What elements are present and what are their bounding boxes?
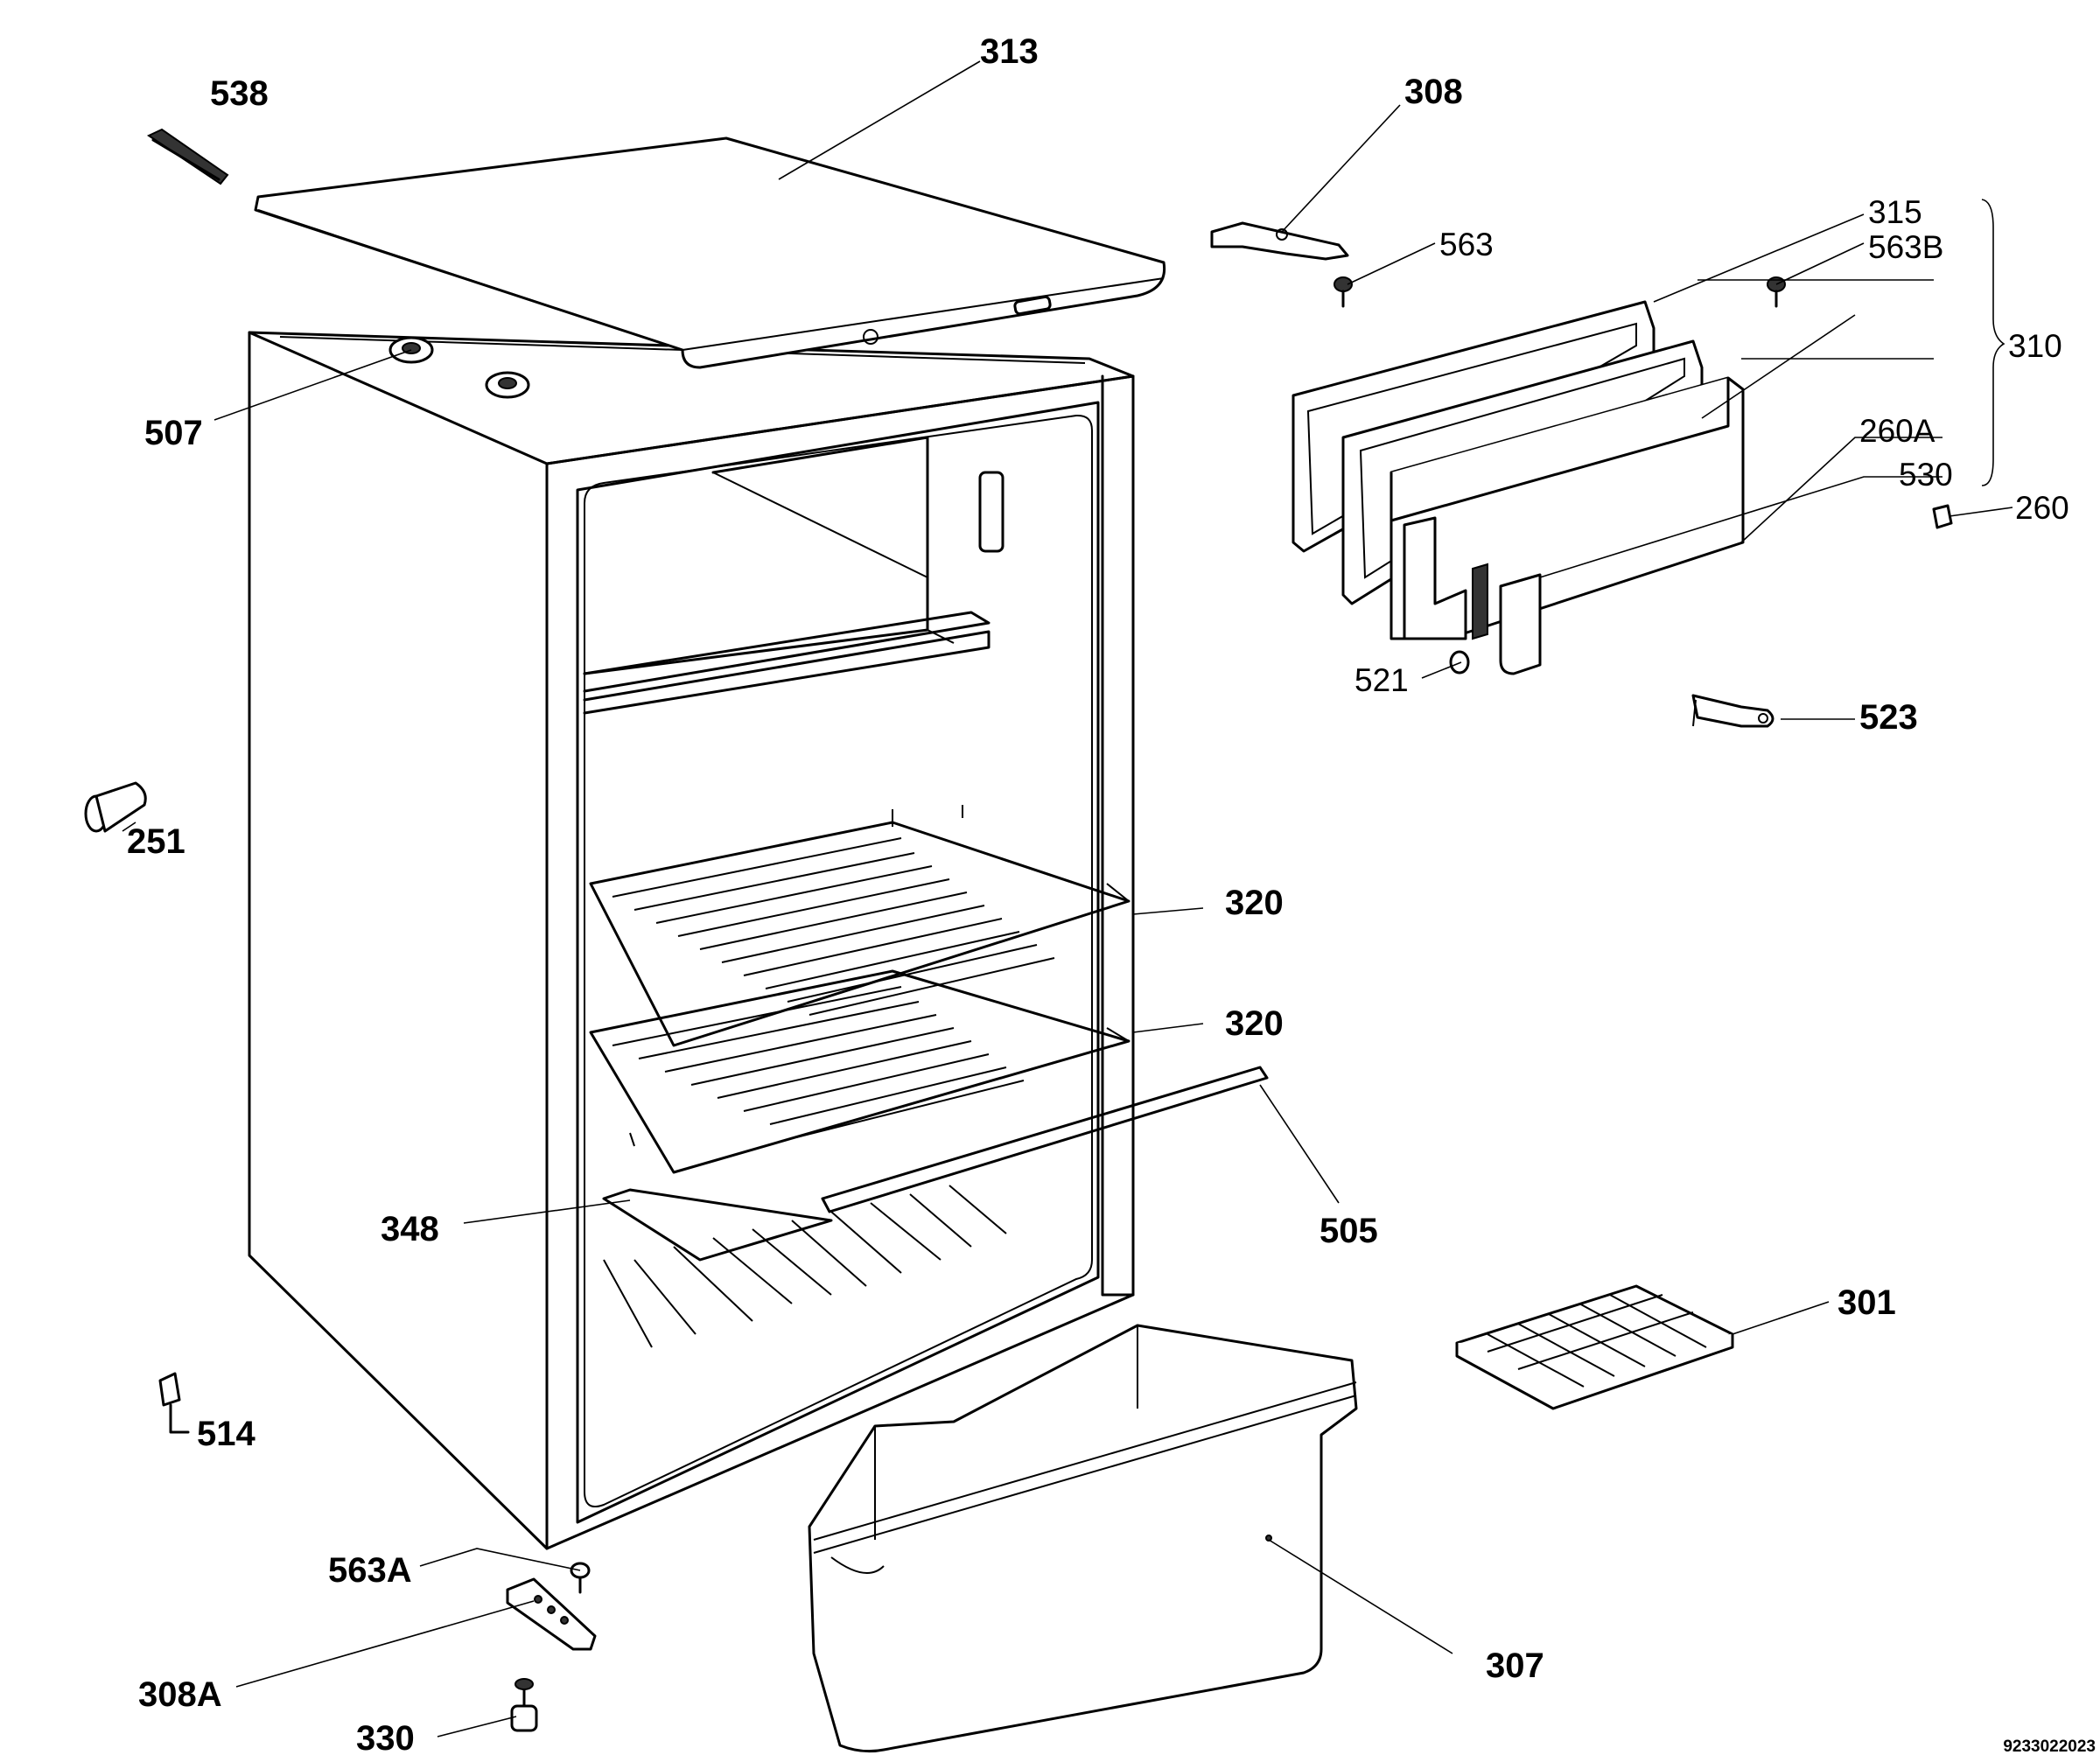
- label-538: 538: [210, 74, 269, 113]
- hinge-308a: [506, 1577, 597, 1651]
- wire-shelf-upper: [589, 805, 1130, 1047]
- callout-labels: 313 538 308 563 315 563B 310 260A 530 26…: [127, 32, 2069, 1758]
- label-308: 308: [1404, 73, 1463, 111]
- label-514: 514: [197, 1415, 256, 1453]
- ice-tray-301: [1455, 1284, 1734, 1410]
- label-563: 563: [1439, 227, 1494, 262]
- label-348: 348: [381, 1210, 439, 1248]
- top-cover: [254, 136, 1166, 369]
- label-313: 313: [980, 32, 1039, 71]
- label-315: 315: [1868, 194, 1922, 230]
- label-307: 307: [1486, 1647, 1544, 1685]
- label-310: 310: [2008, 328, 2062, 364]
- label-301: 301: [1838, 1283, 1896, 1322]
- knob-507: [388, 336, 530, 399]
- glass-shelf: [602, 1188, 833, 1262]
- label-507: 507: [144, 414, 203, 452]
- door-handle-530: [1472, 563, 1542, 675]
- label-330: 330: [356, 1719, 415, 1758]
- foot-330: [510, 1678, 538, 1732]
- drawing-code: 9233022023: [2003, 1738, 2096, 1756]
- wire-shelf-lower: [589, 969, 1130, 1174]
- screw-563: [1334, 276, 1353, 308]
- label-260: 260: [2015, 490, 2069, 526]
- spring-260: [1932, 504, 1953, 529]
- label-308a: 308A: [138, 1675, 222, 1714]
- screw-563a: [570, 1562, 591, 1594]
- clip-538: [146, 128, 229, 185]
- bottom-coils: [603, 1185, 1007, 1348]
- hinge-308: [1210, 221, 1349, 261]
- label-260a: 260A: [1859, 413, 1936, 449]
- leader-lines: [122, 60, 2013, 1738]
- freezer-compartment: [583, 436, 1004, 715]
- label-251: 251: [127, 822, 186, 861]
- crisper-rail: [821, 1066, 1269, 1213]
- label-523: 523: [1859, 698, 1918, 737]
- label-563a: 563A: [328, 1551, 412, 1590]
- label-505: 505: [1320, 1212, 1378, 1250]
- roller-251: [84, 781, 147, 833]
- label-521: 521: [1354, 662, 1409, 698]
- crisper-drawer-307: [808, 1324, 1358, 1753]
- label-320b: 320: [1225, 1004, 1284, 1043]
- foot-514: [158, 1372, 190, 1434]
- label-320a: 320: [1225, 884, 1284, 922]
- label-563b: 563B: [1868, 229, 1943, 265]
- hinge-pin-523: [1691, 694, 1774, 728]
- label-530: 530: [1899, 457, 1953, 493]
